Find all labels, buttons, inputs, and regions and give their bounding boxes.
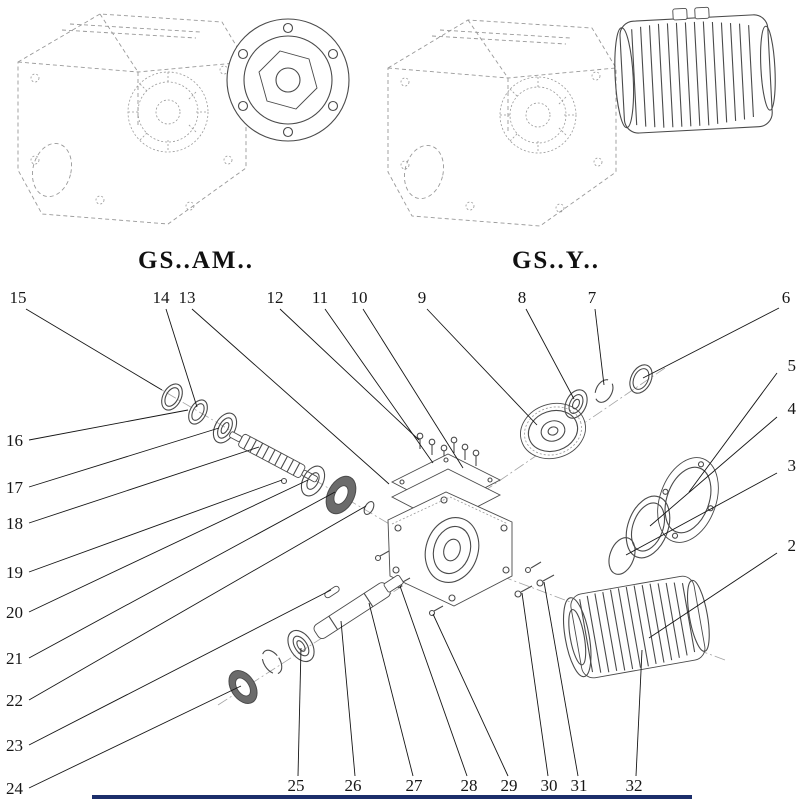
callout-number-9: 9 — [418, 288, 427, 307]
gear-housing — [387, 491, 513, 607]
output-flange — [226, 18, 350, 142]
callout-number-18: 18 — [6, 514, 23, 533]
part-6-retaining-ring — [629, 364, 653, 394]
part-18-worm-shaft — [229, 431, 318, 483]
callout-line-29 — [432, 613, 509, 777]
part-23-key — [324, 585, 340, 599]
callout-line-27 — [368, 602, 414, 777]
exploded-view-drawing — [149, 364, 726, 706]
callout-number-25: 25 — [288, 776, 305, 795]
callout-number-12: 12 — [267, 288, 284, 307]
callout-line-10 — [362, 308, 464, 469]
callout-line-5 — [688, 372, 778, 493]
callout-number-14: 14 — [153, 288, 171, 307]
callout-line-3 — [625, 472, 778, 556]
callout-number-24: 24 — [6, 779, 24, 798]
variant-label-gs-y: GS..Y.. — [512, 247, 600, 274]
callout-number-21: 21 — [6, 649, 23, 668]
part-2-motor — [562, 575, 710, 679]
callout-number-5: 5 — [788, 356, 797, 375]
callout-line-24 — [28, 685, 242, 789]
callout-line-22 — [28, 505, 367, 701]
callout-line-11 — [324, 308, 434, 464]
callout-number-17: 17 — [6, 478, 24, 497]
callout-number-27: 27 — [406, 776, 424, 795]
part-21-shim-disc — [325, 475, 357, 515]
callout-number-26: 26 — [345, 776, 362, 795]
callout-line-21 — [28, 491, 336, 659]
callout-line-17 — [28, 427, 220, 488]
part-5-adapter-flange — [657, 457, 719, 543]
callout-number-20: 20 — [6, 603, 23, 622]
callout-number-30: 30 — [541, 776, 558, 795]
part-19-pin — [280, 477, 288, 485]
callout-number-28: 28 — [461, 776, 478, 795]
callout-line-19 — [28, 479, 283, 573]
callout-line-28 — [399, 585, 468, 777]
part-7-circlip — [594, 379, 614, 403]
variant-label-gs-am: GS..AM.. — [138, 247, 254, 274]
callout-number-32: 32 — [626, 776, 643, 795]
callout-number-22: 22 — [6, 691, 23, 710]
output-circlip — [261, 649, 283, 675]
part-17-bearing-input — [212, 412, 238, 444]
callout-line-8 — [525, 308, 575, 400]
callout-line-18 — [28, 446, 260, 524]
callout-line-30 — [521, 592, 549, 777]
callout-line-15 — [25, 308, 163, 391]
callout-line-20 — [28, 479, 309, 613]
callout-line-25 — [297, 647, 302, 777]
callout-number-10: 10 — [351, 288, 368, 307]
footer-rule — [92, 795, 692, 799]
callout-number-4: 4 — [788, 399, 797, 418]
callout-line-26 — [340, 620, 356, 777]
part-15-oil-seal — [161, 383, 183, 411]
callout-number-29: 29 — [501, 776, 518, 795]
callout-line-31 — [543, 581, 579, 777]
callout-line-7 — [594, 308, 605, 386]
part-25-bearing-output — [287, 629, 315, 663]
gearbox-motor-drawing — [387, 6, 776, 227]
part-16-retaining-ring — [188, 399, 208, 425]
part-22-small-ring — [363, 500, 375, 516]
callout-line-6 — [642, 307, 780, 379]
electric-motor — [614, 6, 776, 134]
part-9-helical-gear — [520, 402, 586, 460]
callout-number-15: 15 — [10, 288, 27, 307]
callout-line-12 — [279, 308, 420, 441]
callout-line-32 — [635, 649, 643, 777]
part-20-bearing-input-2 — [300, 465, 326, 497]
callout-number-7: 7 — [588, 288, 597, 307]
callout-number-6: 6 — [782, 288, 791, 307]
part-24-oil-seal-output — [228, 670, 258, 704]
flange-bolts — [514, 561, 555, 598]
gearbox-flange-drawing — [17, 13, 350, 225]
callout-line-2 — [648, 552, 778, 639]
callout-number-19: 19 — [6, 563, 23, 582]
callout-number-11: 11 — [312, 288, 328, 307]
callout-number-31: 31 — [571, 776, 588, 795]
callout-line-9 — [426, 308, 538, 426]
callout-number-16: 16 — [6, 431, 23, 450]
callout-line-4 — [649, 416, 778, 527]
callout-line-16 — [28, 409, 189, 441]
callout-number-23: 23 — [6, 736, 23, 755]
callout-number-8: 8 — [518, 288, 527, 307]
part-3-shim — [608, 537, 636, 575]
callout-number-2: 2 — [788, 536, 797, 555]
part-26-output-shaft — [313, 574, 404, 640]
part-8-bearing-gear — [564, 389, 588, 419]
part-4-gasket — [625, 495, 671, 559]
callout-number-3: 3 — [788, 456, 797, 475]
callout-line-13 — [191, 308, 390, 485]
callout-line-23 — [28, 589, 332, 746]
callout-number-13: 13 — [179, 288, 196, 307]
callout-line-14 — [165, 308, 198, 408]
